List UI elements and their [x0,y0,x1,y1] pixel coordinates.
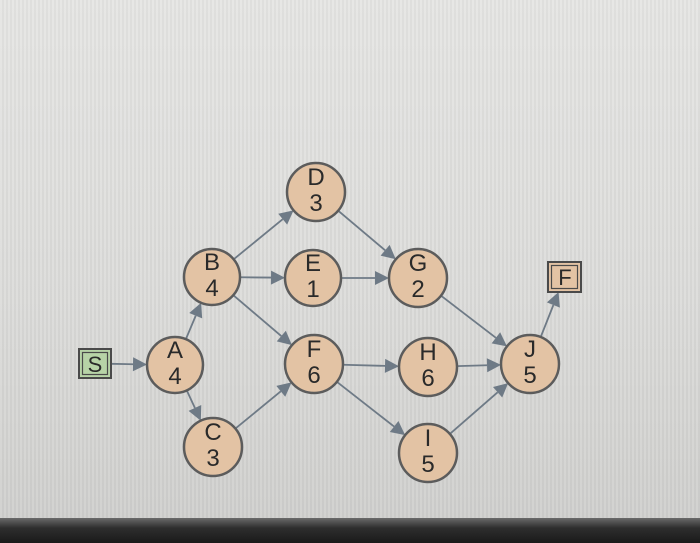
node-g: G 2 [387,247,449,309]
node-f: F 6 [283,333,345,395]
node-b-label: B [204,249,220,276]
node-i-label: I [425,425,432,452]
node-f-duration: 6 [307,362,320,389]
node-h-duration: 6 [421,365,434,392]
node-g-label: G [409,250,428,277]
edge-s-a [110,357,148,372]
node-h-label: H [419,339,436,366]
edge-f-h [342,358,400,373]
edge-layer [110,210,560,436]
edge-i-j [449,383,509,435]
edge-j-f-finish [539,292,560,338]
node-j: J 5 [499,333,561,395]
finish-box: F [547,261,582,293]
node-g-duration: 2 [411,276,424,303]
node-e-duration: 1 [306,276,319,303]
edge-h-j [456,358,502,373]
monitor-bezel [0,518,700,543]
node-a-duration: 4 [168,363,181,390]
node-c: C 3 [182,416,244,478]
node-j-duration: 5 [523,362,536,389]
node-a: A 4 [145,335,205,395]
edge-a-c [185,390,202,421]
node-d: D 3 [285,161,347,223]
node-b: B 4 [182,247,242,307]
edge-g-j [440,294,507,347]
edge-d-g [337,210,396,260]
edge-b-f [232,294,292,346]
edge-b-d [233,210,294,260]
node-d-duration: 3 [309,190,322,217]
edge-b-e [239,270,286,285]
finish-box-label: F [558,265,571,290]
node-c-label: C [204,419,221,446]
node-f-label: F [307,336,322,363]
node-e-label: E [305,250,321,277]
edge-a-b [185,302,203,340]
node-a-label: A [167,337,183,364]
node-e: E 1 [283,248,343,308]
node-i-duration: 5 [421,451,434,478]
node-c-duration: 3 [206,445,219,472]
node-h: H 6 [397,336,459,398]
edge-c-f [234,382,292,430]
start-box-label: S [88,352,103,377]
edge-f-i [336,381,406,436]
edge-e-g [341,271,389,285]
start-box: S [78,348,112,379]
node-d-label: D [307,164,324,191]
node-j-label: J [524,336,536,363]
node-b-duration: 4 [205,275,218,302]
node-i: I 5 [397,422,459,484]
